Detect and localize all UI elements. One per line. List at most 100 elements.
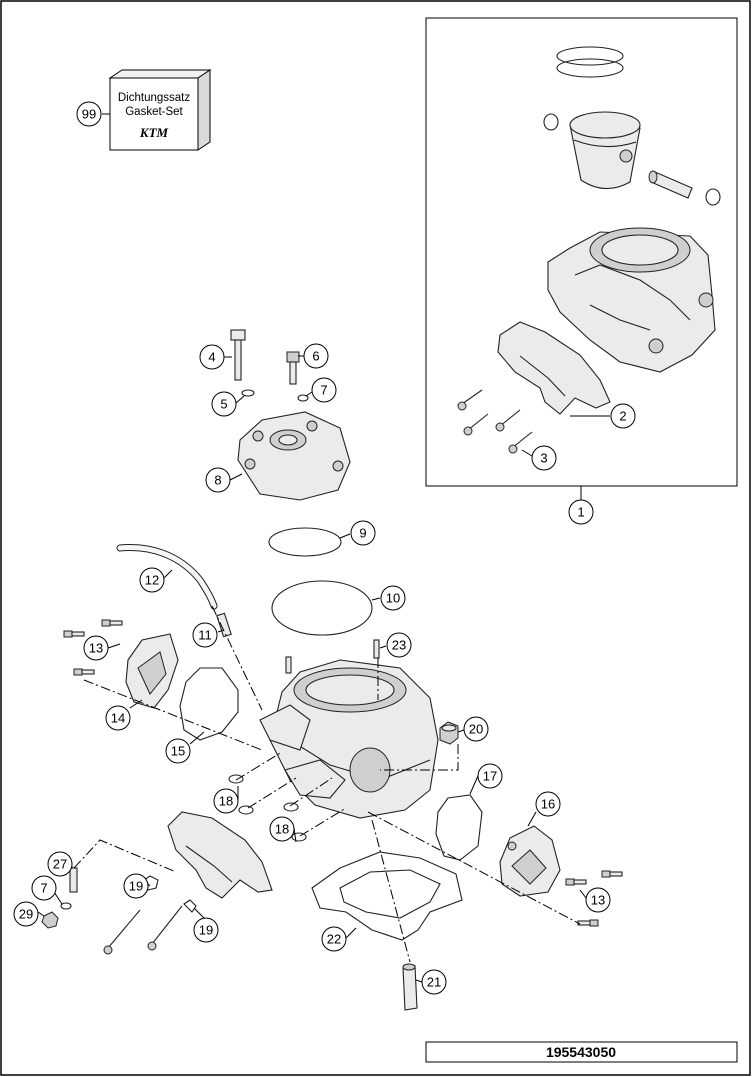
assembly-line-stud-27 (73, 839, 177, 873)
side-cover (499, 825, 561, 897)
leader-16 (527, 811, 537, 827)
ktm-logo: KTM (139, 125, 169, 140)
callout-7-lower[interactable]: 7 (31, 875, 57, 901)
callout-27[interactable]: 27 (47, 851, 73, 877)
callout-13-right[interactable]: 13 (585, 887, 611, 913)
svg-text:3: 3 (540, 451, 547, 466)
callout-18-upper[interactable]: 18 (213, 788, 239, 814)
head-oring-small (268, 527, 342, 557)
piston-pin-clip (543, 113, 559, 131)
head-nut-washer (297, 394, 309, 402)
callout-1[interactable]: 1 (568, 499, 594, 525)
callout-99[interactable]: 99 (76, 101, 102, 127)
leader-7b (53, 891, 63, 905)
svg-text:18: 18 (275, 822, 289, 837)
stud-small (285, 656, 292, 674)
callout-3[interactable]: 3 (531, 445, 557, 471)
callout-29[interactable]: 29 (13, 901, 39, 927)
leader-10 (371, 597, 381, 601)
piston (569, 111, 641, 190)
leader-9 (339, 533, 351, 539)
callout-5[interactable]: 5 (211, 391, 237, 417)
water-pump-gasket (179, 667, 239, 741)
piston-rings (556, 46, 624, 78)
leader-3 (521, 449, 533, 457)
callout-10[interactable]: 10 (380, 585, 406, 611)
washer-7 (60, 902, 72, 910)
leader-17 (469, 775, 479, 795)
svg-text:19: 19 (199, 923, 213, 938)
assembly-line-oring-1 (235, 751, 283, 781)
cylinder-assembly (547, 227, 716, 373)
assembly-line-oring-2 (247, 777, 297, 809)
leader-14 (129, 699, 143, 709)
gasket-set-label-de: Dichtungssatz (118, 92, 190, 104)
leader-7a (305, 391, 313, 397)
assembly-line-oring-3 (289, 777, 333, 807)
svg-text:7: 7 (320, 383, 327, 398)
callout-23[interactable]: 23 (386, 632, 412, 658)
callout-6[interactable]: 6 (303, 343, 329, 369)
leader-15 (189, 731, 205, 745)
plug-20 (439, 721, 459, 745)
svg-text:27: 27 (53, 857, 67, 872)
exhaust-flange (497, 321, 611, 415)
gasket-set-box: Dichtungssatz Gasket-Set KTM (108, 69, 212, 151)
callout-15[interactable]: 15 (165, 738, 191, 764)
stud-23 (373, 639, 380, 659)
piston-pin-clip-2 (705, 188, 721, 206)
svg-text:5: 5 (220, 397, 227, 412)
cylinder-head (237, 411, 351, 501)
callout-16[interactable]: 16 (535, 791, 561, 817)
svg-text:16: 16 (541, 797, 555, 812)
callout-2[interactable]: 2 (610, 403, 636, 429)
leader-13b (579, 889, 587, 899)
nut-29 (41, 911, 59, 929)
svg-text:1: 1 (577, 505, 584, 520)
o-rings-18 (228, 774, 307, 842)
callout-19-upper[interactable]: 19 (123, 873, 149, 899)
svg-text:21: 21 (427, 975, 441, 990)
callout-7-upper[interactable]: 7 (311, 377, 337, 403)
callout-4[interactable]: 4 (199, 344, 225, 370)
flange-screws (103, 905, 183, 955)
leader-29 (37, 911, 45, 917)
svg-text:99: 99 (82, 107, 96, 122)
leader-20 (457, 729, 465, 733)
callout-17[interactable]: 17 (477, 763, 503, 789)
head-oring-large (271, 580, 373, 636)
main-cylinder (259, 659, 439, 819)
leader-8 (229, 473, 243, 481)
callout-13-left[interactable]: 13 (83, 635, 109, 661)
head-bolt-washer (241, 389, 255, 397)
side-cover-gasket (435, 794, 483, 861)
svg-text:12: 12 (145, 573, 159, 588)
svg-text:22: 22 (327, 932, 341, 947)
callout-22[interactable]: 22 (321, 926, 347, 952)
callout-18-lower[interactable]: 18 (269, 816, 295, 842)
assembly-line-dowel (371, 819, 411, 963)
callout-21[interactable]: 21 (421, 969, 447, 995)
callout-11[interactable]: 11 (192, 622, 218, 648)
svg-text:14: 14 (111, 711, 125, 726)
callout-19-lower[interactable]: 19 (193, 917, 219, 943)
callout-20[interactable]: 20 (463, 716, 489, 742)
water-pump-cover (125, 633, 179, 709)
assembly-line-plug (380, 744, 459, 771)
svg-text:4: 4 (208, 350, 215, 365)
callout-8[interactable]: 8 (205, 467, 231, 493)
leader-11 (217, 629, 225, 633)
callout-14[interactable]: 14 (105, 705, 131, 731)
leader-21 (415, 979, 423, 983)
leader-13a (107, 643, 121, 649)
callout-12[interactable]: 12 (139, 567, 165, 593)
svg-text:7: 7 (40, 881, 47, 896)
callout-9[interactable]: 9 (350, 520, 376, 546)
cylinder-bolts (457, 389, 533, 454)
exhaust-flange-lower (167, 811, 273, 899)
head-nut (286, 351, 300, 385)
svg-text:18: 18 (219, 794, 233, 809)
assembly-line-left (83, 679, 263, 751)
